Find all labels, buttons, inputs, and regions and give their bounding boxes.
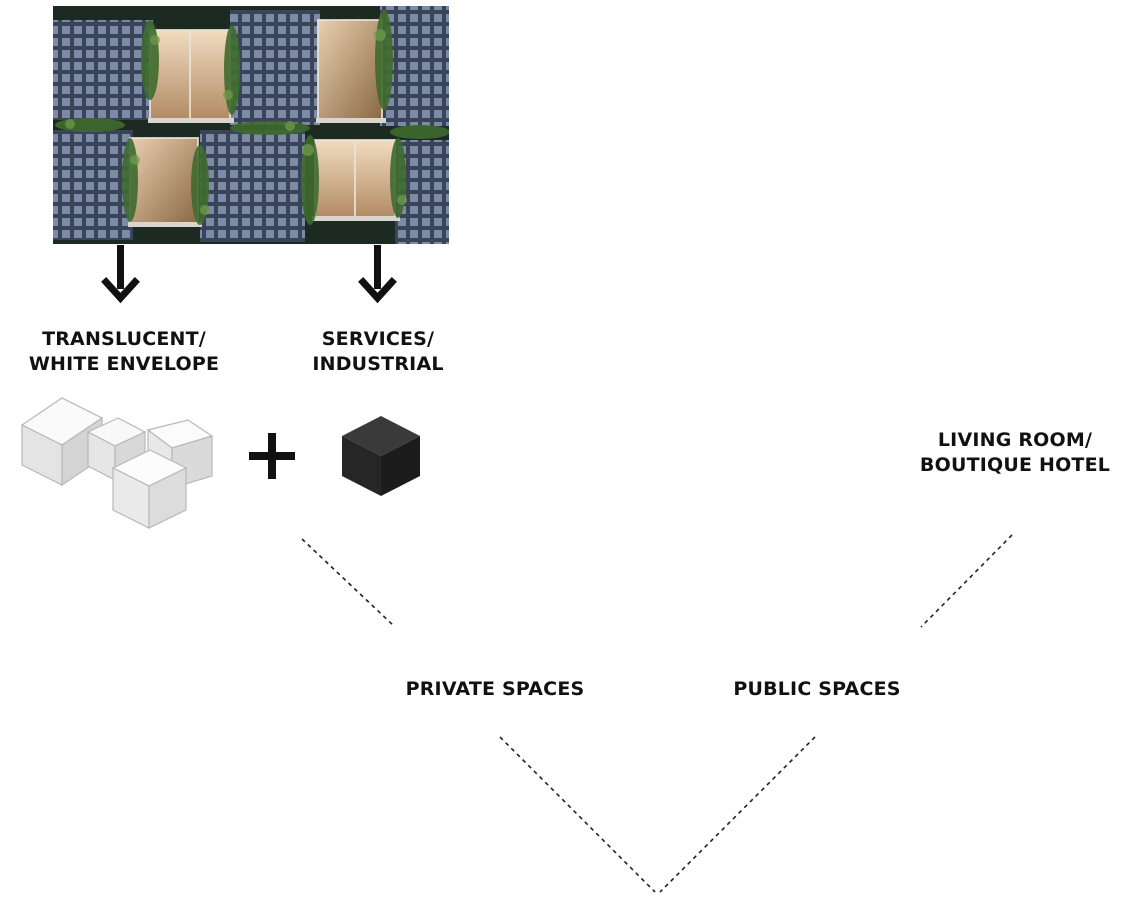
down-arrow-icon — [358, 245, 397, 304]
dashed-line-private-to-bottom — [499, 736, 656, 893]
label-translucent-white-envelope: TRANSLUCENT/ WHITE ENVELOPE — [14, 327, 234, 377]
label-services-industrial: SERVICES/ INDUSTRIAL — [300, 327, 456, 377]
dark-cube-icon — [342, 416, 420, 496]
label-line: SERVICES/ — [321, 328, 435, 350]
down-arrow-icon — [101, 245, 140, 304]
facade-photo — [53, 6, 449, 244]
plus-icon — [249, 433, 295, 479]
dashed-line-public-to-bottom — [659, 736, 816, 893]
label-public-spaces: PUBLIC SPACES — [733, 678, 901, 700]
white-cubes-icon — [20, 397, 214, 529]
label-line: INDUSTRIAL — [312, 353, 444, 375]
dashed-line-living-to-public — [920, 534, 1013, 628]
label-living-room-boutique-hotel: LIVING ROOM/ BOUTIQUE HOTEL — [905, 428, 1122, 478]
label-line: WHITE ENVELOPE — [28, 353, 220, 375]
label-line: BOUTIQUE HOTEL — [919, 454, 1111, 476]
label-line: LIVING ROOM/ — [937, 429, 1093, 451]
label-line: TRANSLUCENT/ — [42, 328, 206, 350]
label-private-spaces: PRIVATE SPACES — [405, 678, 585, 700]
dashed-connectors — [301, 534, 1013, 893]
dashed-line-envelope-to-private — [301, 538, 396, 628]
